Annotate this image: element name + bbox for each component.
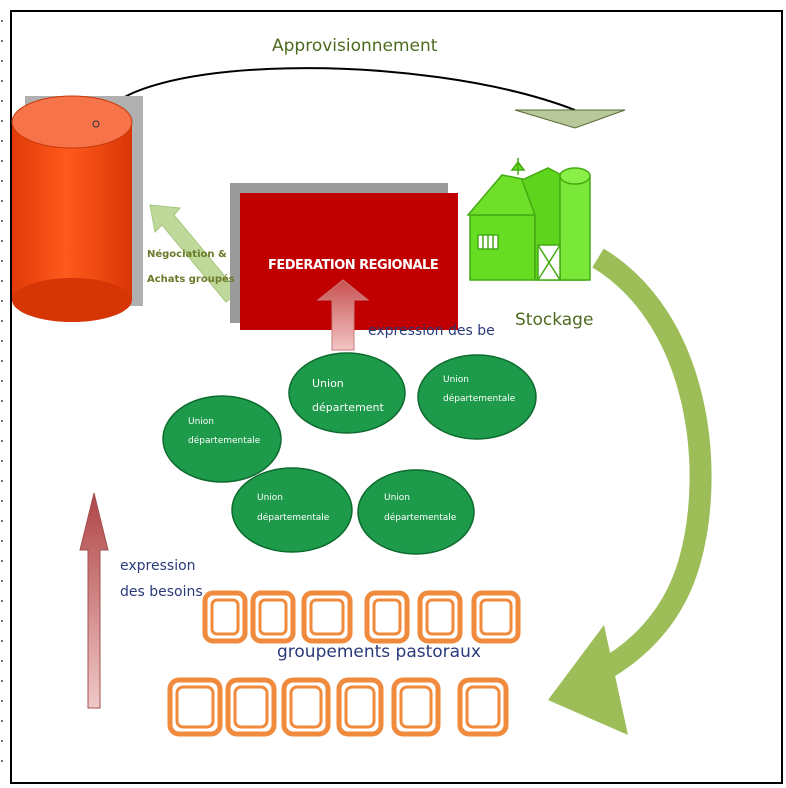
needs-label-line1: expression — [120, 558, 196, 574]
union-ellipse-2 — [417, 354, 537, 440]
groups-label: groupements pastoraux — [277, 642, 481, 662]
union-ellipse-1 — [288, 352, 406, 434]
union-3-line1: Union — [188, 417, 215, 427]
group-boxes-row-1 — [202, 590, 521, 644]
union-ellipse-3 — [162, 395, 282, 483]
distribution-arrowhead — [548, 625, 628, 735]
union-3-line2: départementale — [188, 436, 261, 446]
supply-arc — [99, 67, 576, 123]
negotiation-label-line1: Négociation & — [147, 249, 227, 260]
union-4-line2: départementale — [257, 513, 330, 523]
frame-border — [10, 10, 783, 784]
union-2-line2: départementale — [443, 394, 516, 404]
supply-label: Approvisionnement — [272, 36, 438, 56]
federation-title: FEDERATION REGIONALE — [268, 258, 439, 273]
negotiation-label-line2: Achats groupés — [147, 274, 235, 285]
supply-arrowhead — [514, 109, 626, 129]
union-1-line2: département — [312, 401, 384, 414]
union-ellipse-4 — [231, 467, 353, 553]
union-5-line1: Union — [384, 493, 411, 503]
distribution-arc — [592, 248, 712, 682]
central-up-arrow — [316, 279, 370, 351]
needs-label-line2: des besoins — [120, 584, 203, 600]
storage-label: Stockage — [515, 310, 594, 330]
needs-up-arrow — [79, 492, 109, 709]
supplier-cylinder — [11, 95, 143, 322]
union-2-line1: Union — [443, 375, 470, 385]
central-needs-label: expression des be — [368, 323, 495, 339]
barn-icon — [466, 158, 591, 281]
union-4-line1: Union — [257, 493, 284, 503]
union-5-line2: départementale — [384, 513, 457, 523]
group-boxes-row-2 — [167, 677, 509, 737]
union-ellipse-5 — [357, 469, 475, 555]
union-1-line1: Union — [312, 377, 344, 390]
